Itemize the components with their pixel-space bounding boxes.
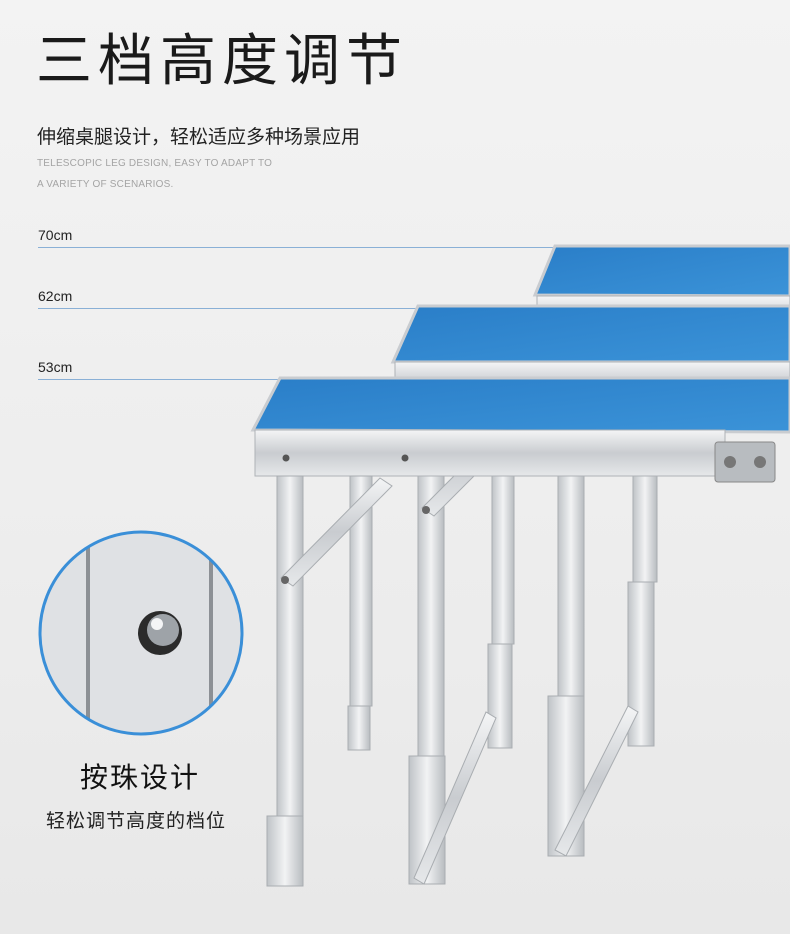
page-title: 三档高度调节 [36,29,408,94]
english-subtitle-line-2: A VARIETY OF SCENARIOS. [37,179,174,190]
height-label-53cm: 53cm [38,359,73,375]
detail-title: 按珠设计 [80,761,201,794]
english-subtitle-line-1: TELESCOPIC LEG DESIGN, EASY TO ADAPT TO [37,158,273,169]
height-label-70cm: 70cm [38,227,73,243]
height-line-62cm [38,308,508,309]
table-53cm [250,376,790,887]
detail-subtitle: 轻松调节高度的档位 [46,810,227,832]
height-label-62cm: 62cm [38,288,73,304]
push-button-detail-circle [38,530,244,736]
height-line-70cm [38,247,628,248]
height-line-53cm [38,379,338,380]
page-subtitle: 伸缩桌腿设计，轻松适应多种场景应用 [37,126,361,148]
